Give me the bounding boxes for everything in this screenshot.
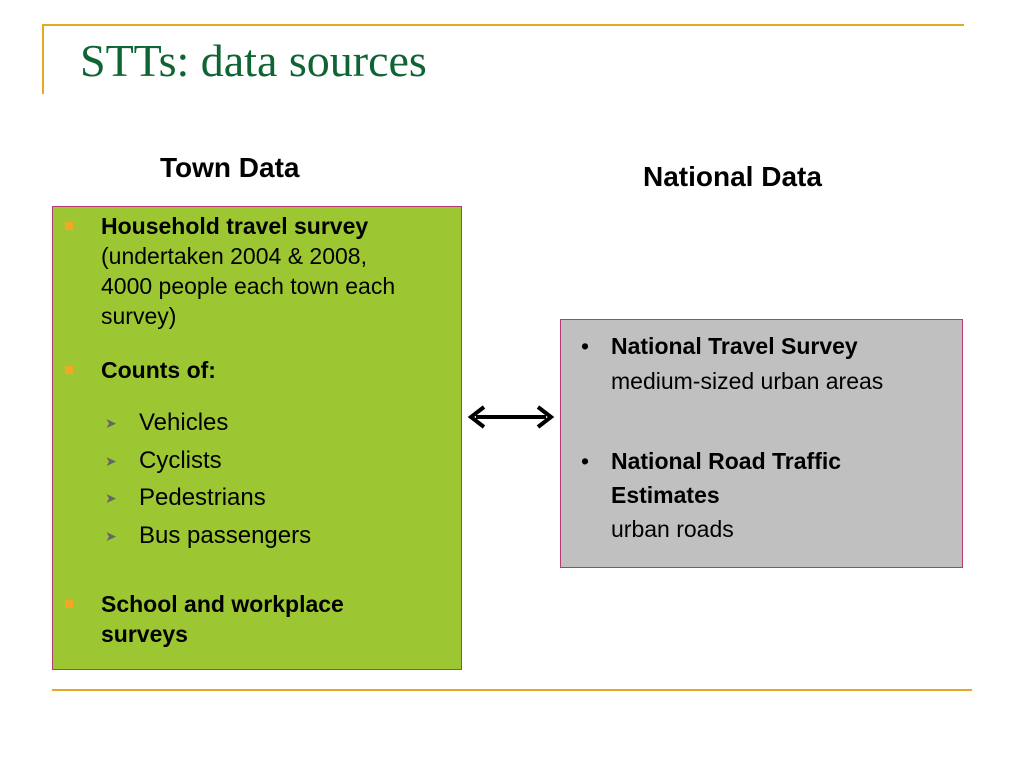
- sub-item-bus-passengers: ➤ Bus passengers: [105, 521, 312, 551]
- household-survey-detail-line: 4000 people each town each: [101, 273, 396, 299]
- sub-item-label: Cyclists: [139, 447, 222, 474]
- sub-item-vehicles: ➤ Vehicles: [105, 408, 229, 438]
- town-data-box: Household travel survey (undertaken 2004…: [52, 206, 462, 670]
- chevron-right-icon: ➤: [105, 415, 117, 431]
- double-headed-arrow-icon: [467, 405, 555, 429]
- square-bullet-icon: [65, 600, 73, 608]
- school-workplace-line: School and workplace: [101, 591, 344, 617]
- town-data-heading: Town Data: [160, 152, 300, 183]
- list-item-household-survey: Household travel survey (undertaken 2004…: [65, 211, 396, 331]
- chevron-right-icon: ➤: [105, 453, 117, 469]
- road-traffic-detail: urban roads: [611, 516, 734, 542]
- frame-bottom-line: [52, 689, 972, 691]
- road-traffic-title-line: National Road Traffic: [611, 448, 842, 474]
- frame-left-line: [42, 24, 44, 94]
- household-survey-title: Household travel survey: [101, 213, 369, 239]
- national-data-heading: National Data: [643, 161, 822, 192]
- sub-item-cyclists: ➤ Cyclists: [105, 446, 222, 476]
- sub-item-pedestrians: ➤ Pedestrians: [105, 483, 266, 513]
- sub-item-label: Pedestrians: [139, 484, 266, 511]
- list-item-school-workplace: School and workplace surveys: [65, 589, 344, 649]
- bullet-dot: •: [581, 333, 590, 359]
- bullet-dot: •: [581, 448, 590, 474]
- counts-title: Counts of:: [101, 357, 216, 383]
- square-bullet-icon: [65, 222, 73, 230]
- sub-item-label: Vehicles: [139, 409, 229, 436]
- household-survey-detail-line: (undertaken 2004 & 2008,: [101, 243, 367, 269]
- school-workplace-line: surveys: [101, 621, 188, 647]
- slide-title: STTs: data sources: [80, 35, 427, 86]
- frame-top-line: [42, 24, 964, 26]
- national-travel-survey-detail: medium-sized urban areas: [611, 368, 884, 394]
- chevron-right-icon: ➤: [105, 490, 117, 506]
- national-data-box: • National Travel Survey medium-sized ur…: [560, 319, 963, 568]
- household-survey-detail-line: survey): [101, 303, 177, 329]
- national-travel-survey-title: National Travel Survey: [611, 333, 858, 359]
- chevron-right-icon: ➤: [105, 528, 117, 544]
- list-item-road-traffic-estimates: • National Road Traffic Estimates urban …: [581, 444, 842, 546]
- road-traffic-title-line: Estimates: [611, 482, 720, 508]
- list-item-national-travel-survey: • National Travel Survey medium-sized ur…: [581, 329, 884, 399]
- square-bullet-icon: [65, 366, 73, 374]
- list-item-counts: Counts of:: [65, 355, 216, 385]
- sub-item-label: Bus passengers: [139, 522, 312, 549]
